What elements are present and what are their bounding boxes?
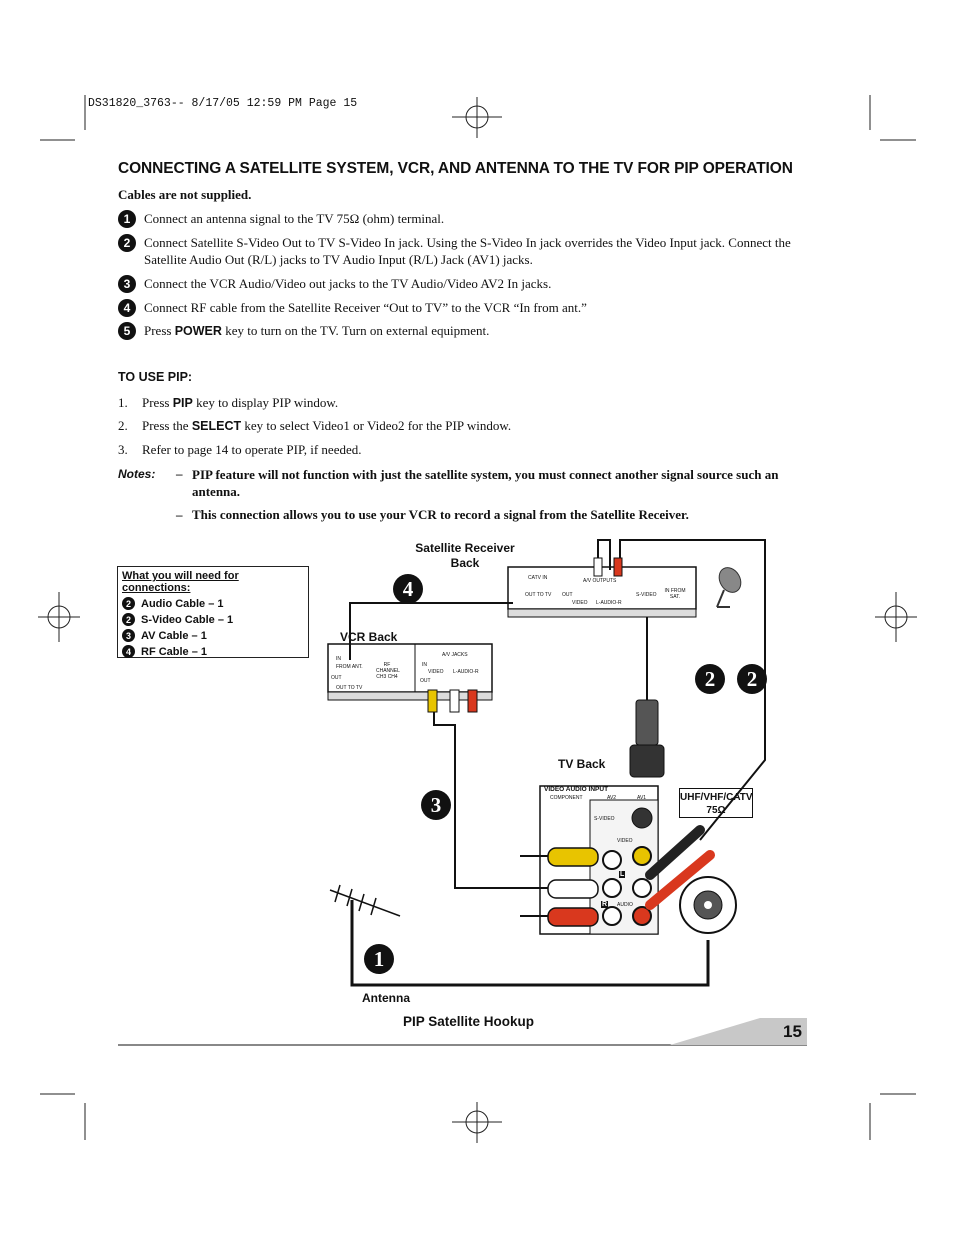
vcr-out-to-tv-label: OUT TO TV [336, 685, 363, 691]
step-number: 1 [118, 210, 136, 228]
vcr-video-label: VIDEO [428, 669, 444, 675]
vcr-av-in-label: IN [422, 662, 427, 668]
step-number: 2 [118, 234, 136, 252]
step-badge-1: 1 [364, 944, 394, 974]
tv-av1-label: AV1 [637, 795, 647, 801]
vcr-back-label: VCR Back [340, 630, 398, 644]
print-slug: DS31820_3763-- 8/17/05 12:59 PM Page 15 [88, 97, 358, 110]
sat-audio-label: L-AUDIO-R [596, 600, 622, 606]
step-text: Connect the VCR Audio/Video out jacks to… [144, 276, 552, 291]
vcr-av-out-label: OUT [420, 678, 431, 684]
vcr-av-jacks-label: A/V JACKS [442, 652, 468, 658]
note-1: Notes: – PIP feature will not function w… [118, 466, 779, 499]
step-badge-3: 3 [421, 790, 451, 820]
notes-label: Notes: [118, 467, 156, 481]
step-5: 5 Press POWER key to turn on the TV. Tur… [118, 322, 808, 340]
step-number: 5 [118, 322, 136, 340]
pip-step-2: 2.Press the SELECT key to select Video1 … [118, 418, 512, 433]
satellite-receiver-label: Satellite Receiver Back [415, 541, 515, 570]
note-2: – This connection allows you to use your… [176, 507, 689, 522]
vcr-rca-plugs [427, 689, 478, 713]
diagram-caption: PIP Satellite Hookup [403, 1014, 535, 1029]
step-2: 2 Connect Satellite S-Video Out to TV S-… [118, 234, 808, 268]
sat-video-label: VIDEO [572, 600, 588, 606]
use-pip-heading: TO USE PIP: [118, 370, 193, 384]
tv-back-label: TV Back [558, 757, 606, 771]
tv-rca-plugs [520, 825, 715, 927]
sat-out-label: OUT [562, 592, 573, 598]
tv-video-audio-input-label: VIDEO AUDIO INPUT [544, 786, 609, 793]
step-1: 1 Connect an antenna signal to the TV 75… [118, 210, 808, 228]
pip-step-1: 1.Press PIP key to display PIP window. [118, 395, 339, 410]
step-text: Press POWER key to turn on the TV. Turn … [144, 323, 490, 338]
tv-r-label: R [601, 901, 609, 908]
tv-video-label: VIDEO [617, 838, 633, 844]
step-text: Connect Satellite S-Video Out to TV S-Vi… [144, 235, 791, 267]
needs-heading: What you will need for connections: [122, 570, 239, 594]
cables-note: Cables are not supplied. [118, 187, 252, 202]
page-title: CONNECTING A SATELLITE SYSTEM, VCR, AND … [118, 160, 793, 177]
tv-component-label: COMPONENT [550, 795, 583, 801]
step-badge-2b: 2 [737, 664, 767, 694]
antenna-label: Antenna [362, 991, 410, 1005]
tv-svideo-label: S-VIDEO [594, 816, 615, 822]
step-badge-2: 2 [695, 664, 725, 694]
vcr-rf-channel-label: RF CHANNEL CH3 CH4 [376, 662, 400, 680]
tv-audio-label: AUDIO [617, 902, 633, 908]
step-4: 4 Connect RF cable from the Satellite Re… [118, 299, 808, 317]
step-number: 3 [118, 275, 136, 293]
antenna-icon [329, 884, 401, 930]
step-text: Connect RF cable from the Satellite Rece… [144, 300, 587, 315]
satellite-dish-icon [716, 567, 742, 608]
sat-svideo-label: S-VIDEO [636, 592, 657, 598]
vcr-back-panel [327, 643, 493, 693]
vcr-from-ant-label: FROM ANT. [336, 664, 363, 670]
vcr-out-label: OUT [331, 675, 342, 681]
vcr-in-label: IN [336, 656, 341, 662]
tv-l-label: L [619, 871, 626, 878]
step-text: Connect an antenna signal to the TV 75Ω … [144, 211, 445, 226]
step-badge-4: 4 [393, 574, 423, 604]
step-3: 3 Connect the VCR Audio/Video out jacks … [118, 275, 808, 293]
sat-out-to-tv-label: OUT TO TV [525, 592, 552, 598]
s-video-plug [629, 699, 665, 778]
pip-step-3: 3.Refer to page 14 to operate PIP, if ne… [118, 442, 362, 457]
tv-av2-label: AV2 [607, 795, 617, 801]
sat-catv-in-label: CATV IN [528, 575, 548, 581]
page-number: 15 [783, 1022, 802, 1041]
sat-in-from-sat-label: IN FROM SAT. [664, 588, 686, 600]
step-number: 4 [118, 299, 136, 317]
vcr-audio-label: L-AUDIO-R [453, 669, 479, 675]
sat-av-outputs-label: A/V OUTPUTS [583, 578, 617, 584]
